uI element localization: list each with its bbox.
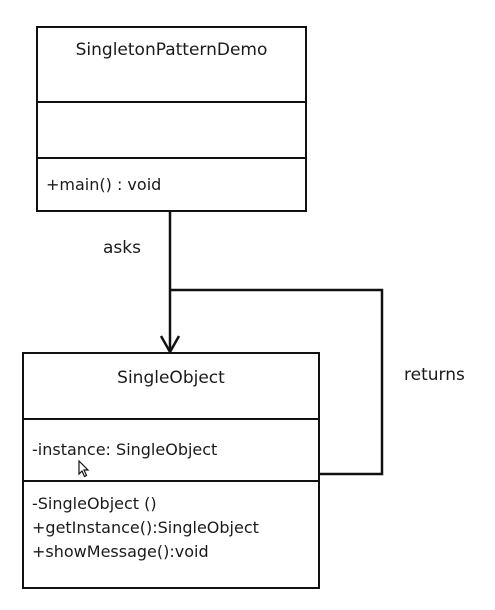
class-name-single-object: SingleObject — [117, 368, 225, 388]
methods-section: +main() : void — [38, 157, 305, 197]
attribute-instance: -instance: SingleObject — [32, 440, 218, 459]
class-name-section: SingleObject — [24, 354, 318, 418]
method-main: +main() : void — [46, 175, 162, 194]
returns-label: returns — [404, 365, 465, 385]
class-single-object: SingleObject -instance: SingleObject -Si… — [22, 352, 320, 589]
method-show-message: +showMessage():void — [32, 542, 209, 561]
method-single-object-constructor: -SingleObject () — [32, 494, 157, 513]
attributes-section: -instance: SingleObject — [24, 418, 318, 480]
class-name-section: SingletonPatternDemo — [38, 28, 305, 101]
class-singleton-pattern-demo: SingletonPatternDemo +main() : void — [36, 26, 307, 212]
returns-connector-line — [170, 288, 384, 476]
class-name-singleton-pattern-demo: SingletonPatternDemo — [75, 40, 268, 60]
methods-section: -SingleObject () +getInstance():SingleOb… — [24, 480, 318, 564]
asks-label: asks — [103, 238, 141, 258]
mouse-pointer-icon — [78, 460, 90, 478]
attributes-section — [38, 101, 305, 157]
method-get-instance: +getInstance():SingleObject — [32, 518, 259, 537]
